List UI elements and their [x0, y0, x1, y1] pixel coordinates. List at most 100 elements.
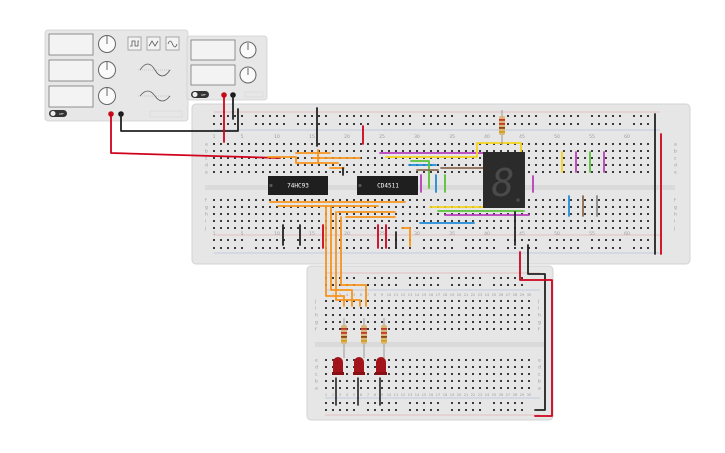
breadboard-hole[interactable]: [290, 143, 292, 145]
breadboard-hole[interactable]: [486, 123, 488, 125]
breadboard-hole[interactable]: [283, 199, 285, 201]
breadboard-hole[interactable]: [346, 115, 348, 117]
breadboard-hole[interactable]: [479, 150, 481, 152]
breadboard-hole[interactable]: [437, 284, 439, 286]
breadboard-hole[interactable]: [528, 227, 530, 229]
breadboard-hole[interactable]: [269, 123, 271, 125]
breadboard-hole[interactable]: [395, 366, 397, 368]
breadboard-hole[interactable]: [591, 206, 593, 208]
breadboard-hole[interactable]: [437, 321, 439, 323]
breadboard-hole[interactable]: [409, 277, 411, 279]
breadboard-hole[interactable]: [437, 199, 439, 201]
breadboard-hole[interactable]: [549, 213, 551, 215]
breadboard-hole[interactable]: [570, 199, 572, 201]
breadboard-hole[interactable]: [584, 164, 586, 166]
breadboard-hole[interactable]: [423, 314, 425, 316]
breadboard-hole[interactable]: [444, 123, 446, 125]
breadboard-hole[interactable]: [381, 143, 383, 145]
breadboard-hole[interactable]: [563, 213, 565, 215]
breadboard-hole[interactable]: [388, 199, 390, 201]
breadboard-hole[interactable]: [353, 277, 355, 279]
breadboard-hole[interactable]: [325, 359, 327, 361]
breadboard-hole[interactable]: [248, 164, 250, 166]
breadboard-hole[interactable]: [241, 150, 243, 152]
breadboard-hole[interactable]: [619, 150, 621, 152]
breadboard-hole[interactable]: [416, 380, 418, 382]
breadboard-hole[interactable]: [402, 380, 404, 382]
breadboard-hole[interactable]: [339, 284, 341, 286]
breadboard-hole[interactable]: [353, 307, 355, 309]
breadboard-hole[interactable]: [276, 220, 278, 222]
breadboard-hole[interactable]: [500, 220, 502, 222]
breadboard-hole[interactable]: [241, 157, 243, 159]
breadboard-hole[interactable]: [458, 150, 460, 152]
breadboard-hole[interactable]: [353, 387, 355, 389]
breadboard-hole[interactable]: [402, 239, 404, 241]
breadboard-hole[interactable]: [332, 150, 334, 152]
resistor-led[interactable]: [361, 318, 367, 358]
breadboard-hole[interactable]: [220, 171, 222, 173]
breadboard-hole[interactable]: [626, 213, 628, 215]
breadboard-hole[interactable]: [283, 123, 285, 125]
breadboard-hole[interactable]: [535, 164, 537, 166]
breadboard-hole[interactable]: [234, 150, 236, 152]
breadboard-hole[interactable]: [395, 213, 397, 215]
breadboard-hole[interactable]: [290, 220, 292, 222]
breadboard-hole[interactable]: [598, 220, 600, 222]
breadboard-hole[interactable]: [416, 227, 418, 229]
breadboard-hole[interactable]: [395, 157, 397, 159]
breadboard-hole[interactable]: [451, 328, 453, 330]
breadboard-hole[interactable]: [458, 164, 460, 166]
breadboard-hole[interactable]: [374, 206, 376, 208]
breadboard-hole[interactable]: [290, 227, 292, 229]
breadboard-hole[interactable]: [297, 227, 299, 229]
breadboard-hole[interactable]: [472, 277, 474, 279]
breadboard-hole[interactable]: [332, 314, 334, 316]
breadboard-hole[interactable]: [367, 227, 369, 229]
breadboard-hole[interactable]: [360, 115, 362, 117]
power-supply[interactable]: OFF: [186, 35, 268, 101]
breadboard-hole[interactable]: [332, 321, 334, 323]
breadboard-hole[interactable]: [395, 284, 397, 286]
breadboard-hole[interactable]: [507, 220, 509, 222]
breadboard-hole[interactable]: [451, 247, 453, 249]
breadboard-hole[interactable]: [598, 206, 600, 208]
breadboard-hole[interactable]: [213, 239, 215, 241]
breadboard-hole[interactable]: [388, 387, 390, 389]
breadboard-hole[interactable]: [374, 284, 376, 286]
breadboard-hole[interactable]: [227, 247, 229, 249]
breadboard-hole[interactable]: [339, 164, 341, 166]
breadboard-hole[interactable]: [297, 220, 299, 222]
breadboard-hole[interactable]: [416, 150, 418, 152]
breadboard-hole[interactable]: [220, 123, 222, 125]
breadboard-hole[interactable]: [360, 150, 362, 152]
breadboard-hole[interactable]: [423, 157, 425, 159]
breadboard-hole[interactable]: [444, 321, 446, 323]
breadboard-hole[interactable]: [451, 366, 453, 368]
breadboard-hole[interactable]: [486, 115, 488, 117]
breadboard-hole[interactable]: [395, 199, 397, 201]
breadboard-hole[interactable]: [514, 277, 516, 279]
breadboard-hole[interactable]: [535, 213, 537, 215]
breadboard-hole[interactable]: [416, 373, 418, 375]
breadboard-hole[interactable]: [486, 227, 488, 229]
breadboard-hole[interactable]: [437, 387, 439, 389]
breadboard-hole[interactable]: [374, 150, 376, 152]
breadboard-hole[interactable]: [423, 199, 425, 201]
breadboard-hole[interactable]: [339, 206, 341, 208]
breadboard-hole[interactable]: [402, 328, 404, 330]
breadboard-hole[interactable]: [486, 150, 488, 152]
breadboard-hole[interactable]: [213, 150, 215, 152]
breadboard-hole[interactable]: [423, 115, 425, 117]
breadboard-hole[interactable]: [402, 164, 404, 166]
breadboard-hole[interactable]: [500, 227, 502, 229]
breadboard-hole[interactable]: [465, 213, 467, 215]
breadboard-hole[interactable]: [444, 359, 446, 361]
breadboard-hole[interactable]: [437, 150, 439, 152]
breadboard-hole[interactable]: [451, 321, 453, 323]
breadboard-hole[interactable]: [472, 164, 474, 166]
breadboard-hole[interactable]: [507, 409, 509, 411]
breadboard-hole[interactable]: [535, 239, 537, 241]
breadboard-hole[interactable]: [220, 199, 222, 201]
